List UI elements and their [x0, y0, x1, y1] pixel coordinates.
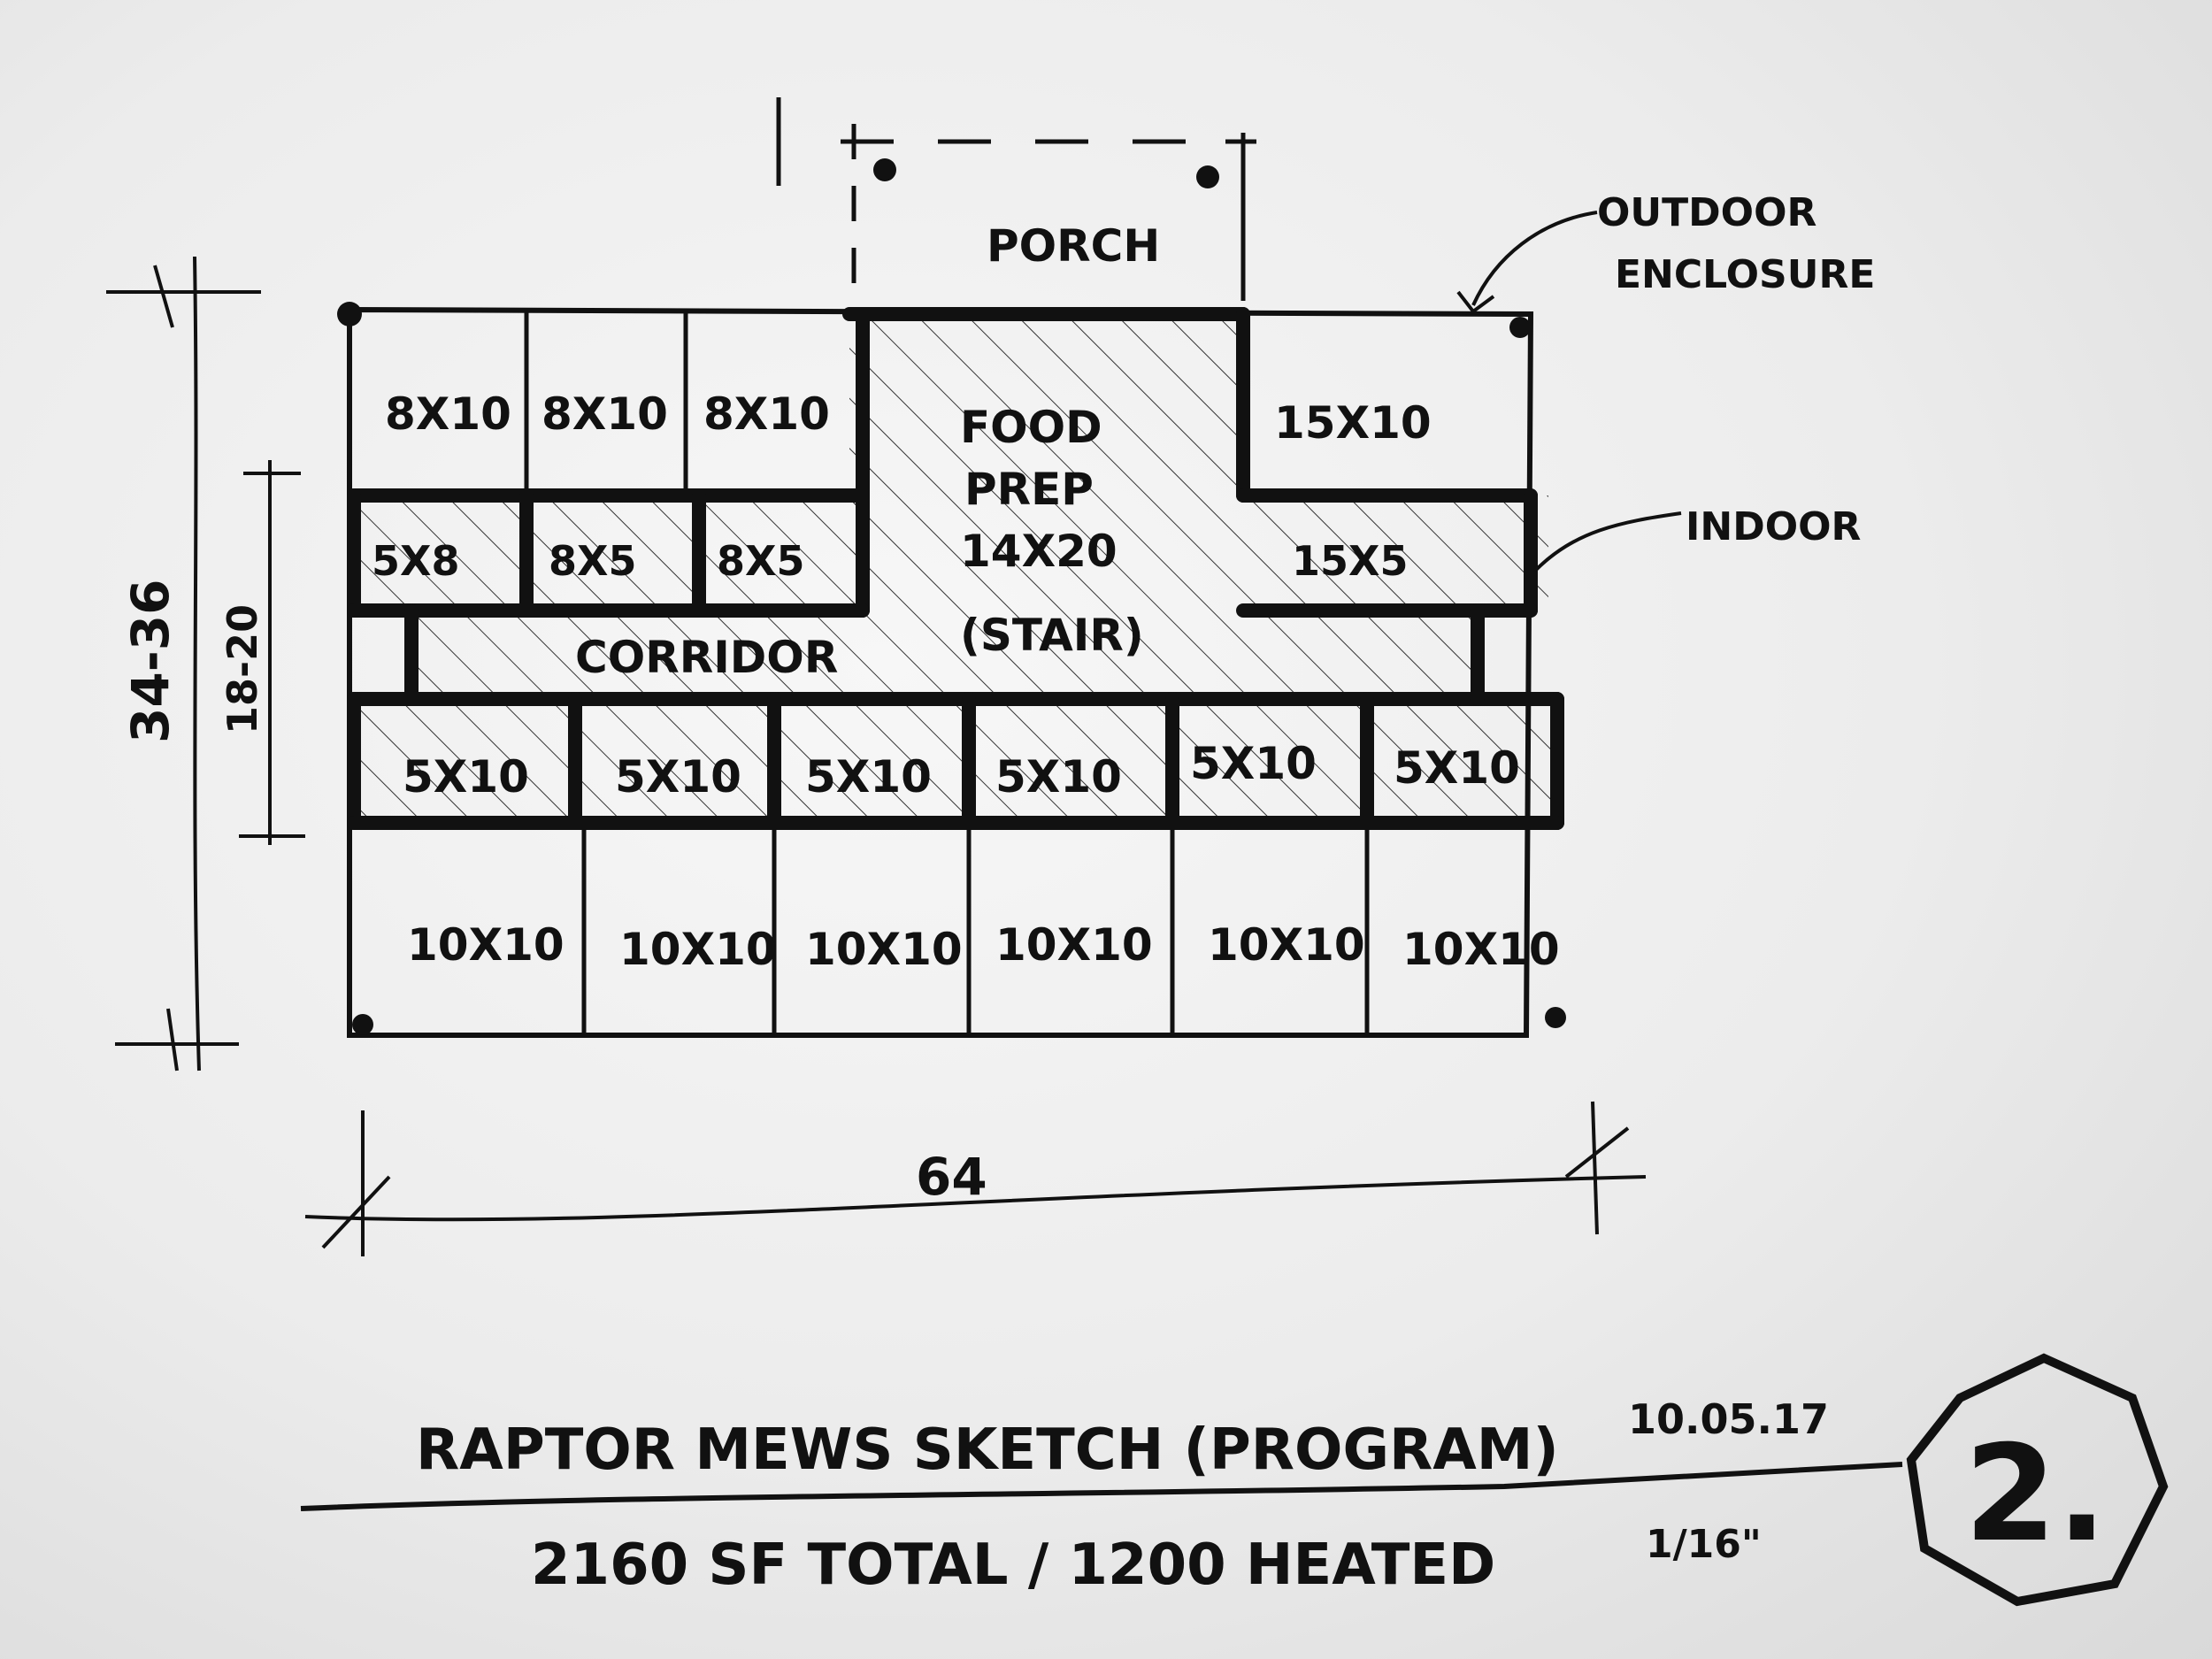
- porch-posts: [873, 158, 1219, 188]
- porch-outline: [776, 97, 1256, 301]
- food-prep-label-2: PREP: [964, 464, 1094, 515]
- room-label: 5X10: [995, 751, 1122, 803]
- room-label: 5X10: [403, 751, 529, 803]
- room-label: 8X10: [703, 388, 830, 440]
- food-prep-size: 14X20: [960, 526, 1118, 577]
- room-label: 5X8: [372, 537, 459, 585]
- drawing-scale: 1/16": [1646, 1522, 1762, 1567]
- indoor-label: INDOOR: [1686, 504, 1861, 549]
- width-dimension: 64: [916, 1147, 987, 1207]
- outdoor-leader-arrow: [1471, 211, 1598, 306]
- outdoor-label-line1: OUTDOOR: [1597, 190, 1816, 235]
- room-label: 8X5: [549, 537, 636, 585]
- inner-depth-dimension: 18-20: [219, 604, 266, 734]
- title-underline: [300, 1462, 1903, 1511]
- sheet-number: 2.: [1964, 1417, 2107, 1571]
- food-prep-label: FOOD: [960, 402, 1102, 453]
- hatched-heated-area: [354, 314, 1557, 818]
- room-label: 8X10: [541, 388, 668, 440]
- room-label: 8X5: [717, 537, 804, 585]
- corridor-label: CORRIDOR: [575, 632, 838, 683]
- total-depth-dimension: 34-36: [120, 580, 180, 744]
- room-label: 15X10: [1274, 397, 1432, 449]
- outdoor-label-line2: ENCLOSURE: [1615, 252, 1875, 297]
- room-label: 5X10: [805, 751, 932, 803]
- area-summary: 2160 SF TOTAL / 1200 HEATED: [531, 1532, 1495, 1598]
- room-label: 10X10: [1208, 919, 1365, 971]
- corner-posts: [337, 302, 1566, 1035]
- room-label: 5X10: [1394, 742, 1520, 794]
- outdoor-arrowhead: [1456, 290, 1495, 314]
- room-label: 10X10: [1402, 924, 1560, 975]
- porch-label: PORCH: [987, 220, 1160, 272]
- sheet-number-badge: 2.: [1906, 1353, 2169, 1607]
- room-label: 5X10: [1190, 738, 1317, 789]
- heavy-walls: [347, 307, 1564, 830]
- room-label: 10X10: [995, 919, 1153, 971]
- room-label: 10X10: [619, 924, 777, 975]
- dimension-lines: [106, 256, 1647, 1256]
- room-label: 15X5: [1292, 537, 1409, 585]
- room-label: 5X10: [615, 751, 741, 803]
- room-label: 10X10: [407, 919, 565, 971]
- drawing-title: RAPTOR MEWS SKETCH (PROGRAM): [416, 1417, 1559, 1483]
- room-label: 10X10: [805, 924, 963, 975]
- drawing-date: 10.05.17: [1628, 1395, 1829, 1443]
- indoor-leader-arrow: [1533, 511, 1682, 572]
- food-prep-note: (STAIR): [960, 610, 1144, 661]
- room-label: 8X10: [385, 388, 511, 440]
